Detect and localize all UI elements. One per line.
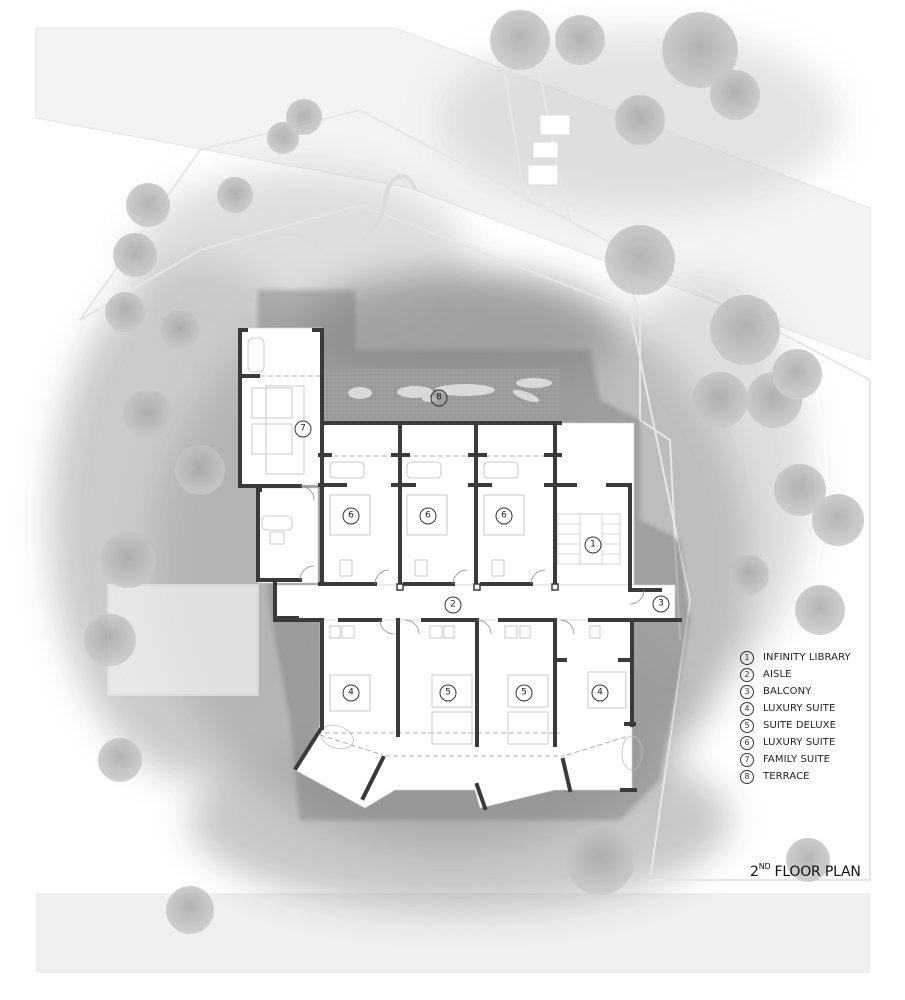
legend-label: TERRACE [763,771,810,782]
room-tag-luxury-suite: 4 [591,684,609,702]
legend-item: 4 LUXURY SUITE [740,700,900,717]
walls [238,328,682,811]
room-tag-luxury-suite: 6 [419,507,437,525]
legend-number: 8 [740,769,754,784]
legend-label: INFINITY LIBRARY [763,652,851,663]
door-swings [299,485,645,635]
legend-item: 6 LUXURY SUITE [740,734,900,751]
room-tag-infinity-library: 1 [584,536,602,554]
room-tag-luxury-suite: 6 [342,507,360,525]
legend-label: AISLE [763,669,792,680]
legend-label: BALCONY [763,686,812,697]
legend-number: 3 [740,684,754,699]
legend-number: 4 [740,701,754,716]
legend-item: 2 AISLE [740,666,900,683]
legend-number: 2 [740,667,754,682]
room-tag-aisle: 2 [444,596,462,614]
room-tag-luxury-suite: 6 [495,507,513,525]
legend-item: 3 BALCONY [740,683,900,700]
legend-number: 6 [740,735,754,750]
legend-number: 5 [740,718,754,733]
room-tag-luxury-suite: 4 [342,684,360,702]
plan-title-label: FLOOR PLAN [774,864,861,880]
garden-path [238,174,417,259]
room-tag-family-suite: 7 [294,420,312,438]
legend-label: LUXURY SUITE [763,737,836,748]
legend: 1 INFINITY LIBRARY 2 AISLE 3 BALCONY 4 L… [740,649,900,785]
legend-item: 8 TERRACE [740,768,900,785]
floor-suffix: ND [758,862,771,871]
room-tag-balcony: 3 [652,595,670,613]
legend-number: 7 [740,752,754,767]
room-tag-terrace: 8 [430,389,448,407]
room-tag-suite-deluxe: 5 [515,684,533,702]
legend-label: FAMILY SUITE [763,754,831,765]
legend-label: LUXURY SUITE [763,703,836,714]
room-tag-suite-deluxe: 5 [439,684,457,702]
parking-bays [527,114,571,186]
floor-number: 2 [750,864,759,880]
legend-label: SUITE DELUXE [763,720,837,731]
legend-item: 5 SUITE DELUXE [740,717,900,734]
trees [84,10,864,934]
legend-item: 7 FAMILY SUITE [740,751,900,768]
columns [396,583,559,591]
legend-item: 1 INFINITY LIBRARY [740,649,900,666]
terrace-stepping-stones [348,378,552,403]
furniture [247,337,643,771]
legend-number: 1 [740,650,754,665]
